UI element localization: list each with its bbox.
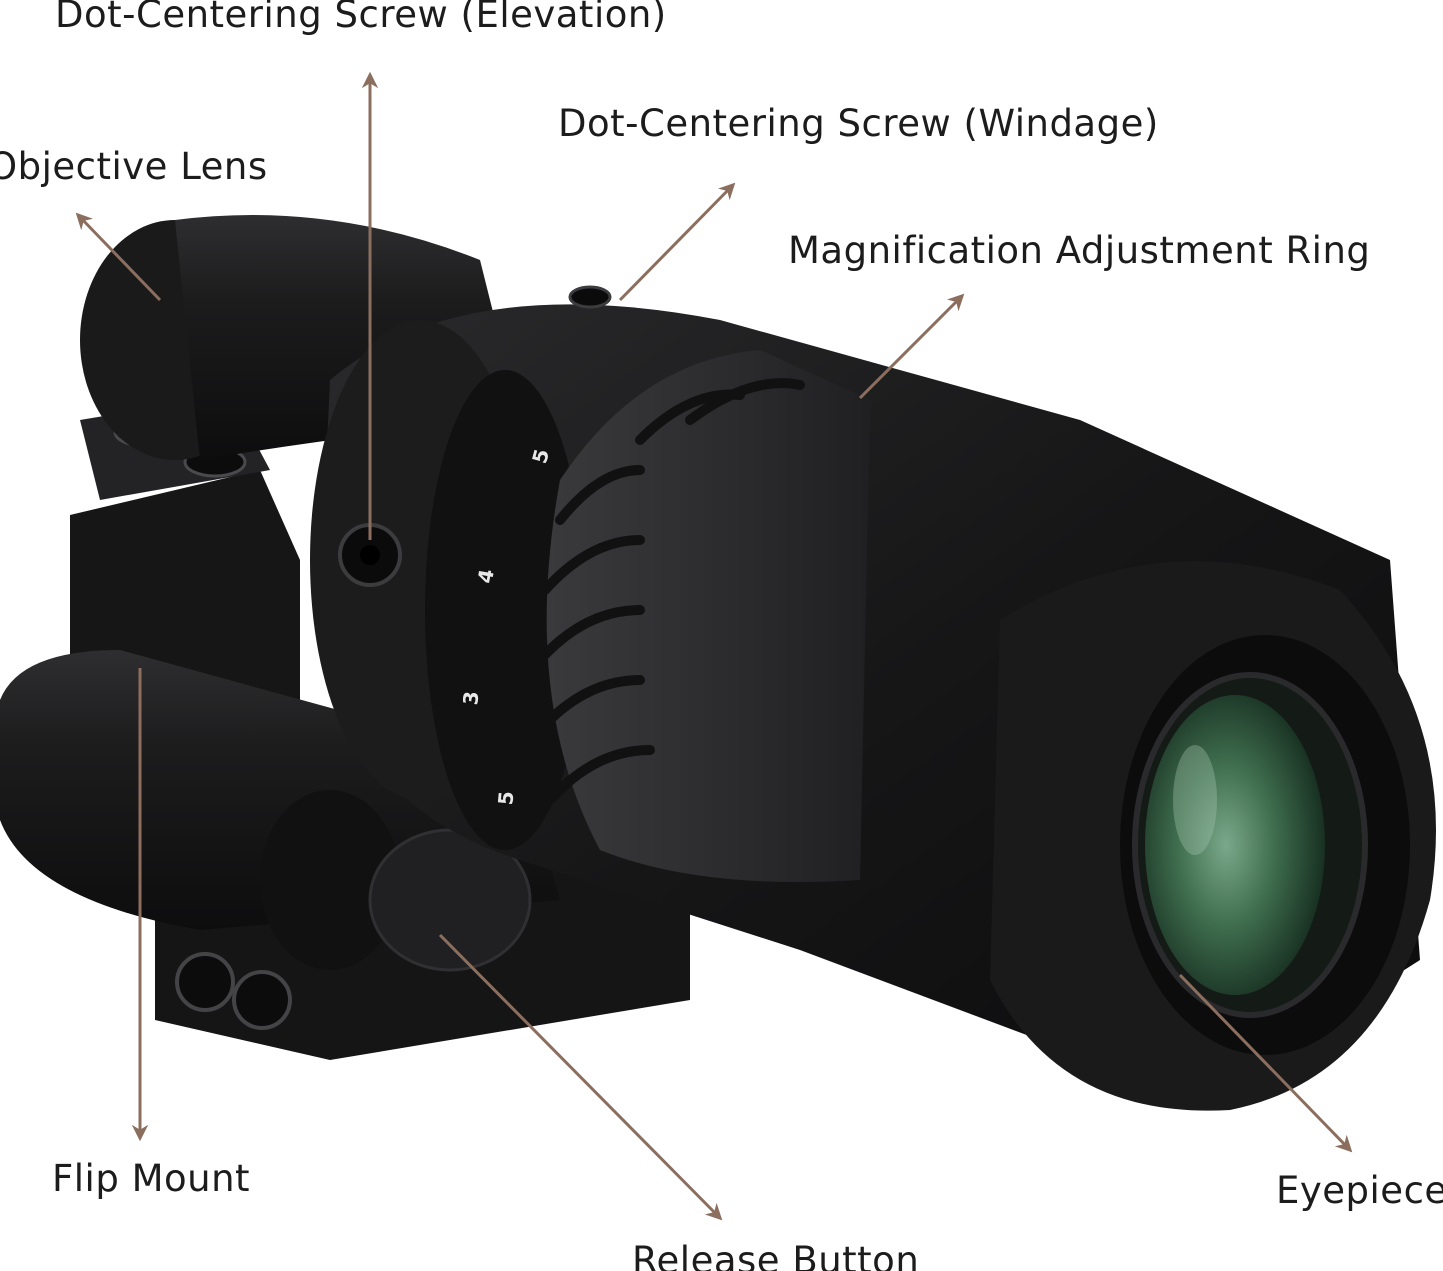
eyepiece-body bbox=[990, 561, 1436, 1111]
ring-mark-4: 5 bbox=[493, 790, 518, 806]
label-windage-screw: Dot-Centering Screw (Windage) bbox=[558, 102, 1159, 145]
arrow-magnification-ring bbox=[858, 293, 965, 400]
elevation-screw-hole bbox=[338, 523, 402, 587]
arrow-release-button bbox=[438, 933, 723, 1221]
arrow-windage-screw bbox=[618, 182, 736, 302]
label-elevation-screw: Dot-Centering Screw (Elevation) bbox=[55, 0, 667, 36]
ring-mark-3: 3 bbox=[458, 690, 483, 706]
label-flip-mount: Flip Mount bbox=[52, 1157, 251, 1200]
ring-mark-1: 5 bbox=[527, 446, 554, 466]
label-magnification-ring: Magnification Adjustment Ring bbox=[788, 229, 1371, 272]
label-eyepiece: Eyepiece bbox=[1276, 1169, 1443, 1212]
ring-mark-2: 4 bbox=[473, 567, 499, 585]
magnification-ring-body bbox=[535, 350, 870, 882]
ring-markings: 5 4 3 5 bbox=[458, 446, 554, 806]
windage-screw-hole bbox=[568, 285, 612, 309]
arrow-eyepiece bbox=[1178, 973, 1353, 1153]
release-button-knob bbox=[260, 790, 532, 972]
arrow-objective-lens bbox=[75, 212, 162, 302]
label-release-button: Release Button bbox=[632, 1239, 920, 1271]
label-objective-lens: Objective Lens bbox=[0, 145, 268, 188]
pointer-arrows bbox=[75, 71, 1353, 1221]
